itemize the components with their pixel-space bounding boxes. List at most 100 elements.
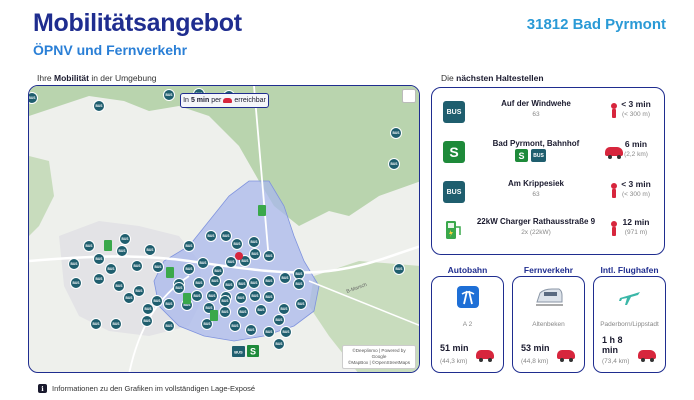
bus-stop-marker[interactable]: BUS bbox=[231, 238, 243, 250]
bus-stop-marker[interactable]: BUS bbox=[263, 326, 275, 338]
station-s-bahn-marker[interactable]: S bbox=[247, 345, 259, 357]
walking-icon bbox=[604, 221, 624, 237]
bus-stop-marker[interactable]: BUS bbox=[223, 279, 235, 291]
stop-item[interactable]: BUS Auf der Windwehe 63 < 3 min (< 300 m… bbox=[432, 96, 664, 130]
svg-text:BUS: BUS bbox=[119, 249, 127, 253]
charger-marker-icon[interactable] bbox=[183, 293, 191, 304]
svg-text:BUS: BUS bbox=[186, 244, 194, 248]
charger-marker-icon[interactable] bbox=[210, 310, 218, 321]
bus-stop-marker[interactable]: BUS bbox=[163, 89, 175, 101]
bus-stop-marker[interactable]: BUS bbox=[142, 303, 154, 315]
bus-stop-marker[interactable]: BUS bbox=[131, 260, 143, 272]
bus-stop-marker[interactable]: BUS bbox=[249, 248, 261, 260]
svg-text:BUS: BUS bbox=[108, 267, 116, 271]
bus-stop-marker[interactable]: BUS bbox=[278, 303, 290, 315]
bus-stop-marker[interactable]: BUS bbox=[279, 272, 291, 284]
bus-stop-marker[interactable]: BUS bbox=[255, 304, 267, 316]
bus-stop-marker[interactable]: BUS bbox=[237, 306, 249, 318]
station-bus-marker[interactable]: BUS bbox=[232, 346, 245, 357]
bus-stop-marker[interactable]: BUS bbox=[83, 240, 95, 252]
bus-stop-marker[interactable]: BUS bbox=[245, 324, 257, 336]
bus-stop-marker[interactable]: BUS bbox=[212, 265, 224, 277]
bus-stop-marker[interactable]: BUS bbox=[29, 92, 38, 104]
bus-stop-marker[interactable]: BUS bbox=[220, 230, 232, 242]
bus-stop-marker[interactable]: BUS bbox=[144, 244, 156, 256]
bus-stop-marker[interactable]: BUS bbox=[116, 245, 128, 257]
charger-marker-icon[interactable] bbox=[104, 240, 112, 251]
bus-stop-marker[interactable]: BUS bbox=[152, 261, 164, 273]
stop-distance: (2,2 km) bbox=[624, 151, 648, 158]
bus-stop-marker[interactable]: BUS bbox=[90, 318, 102, 330]
map-corner-control[interactable] bbox=[402, 89, 416, 103]
bus-stop-marker[interactable]: BUS bbox=[183, 263, 195, 275]
bus-stop-marker[interactable]: BUS bbox=[263, 275, 275, 287]
bus-stop-marker[interactable]: BUS bbox=[225, 256, 237, 268]
location-label: 31812 Bad Pyrmont bbox=[526, 16, 666, 33]
bus-stop-marker[interactable]: BUS bbox=[183, 240, 195, 252]
bus-stop-marker[interactable]: BUS bbox=[273, 314, 285, 326]
card-fernverkehr[interactable]: Altenbeken 53 min (44,8 km) bbox=[512, 276, 585, 373]
bus-stop-marker[interactable]: BUS bbox=[105, 263, 117, 275]
bus-stop-marker[interactable]: BUS bbox=[173, 282, 185, 294]
svg-text:BUS: BUS bbox=[240, 310, 248, 314]
bus-stop-marker[interactable]: BUS bbox=[280, 326, 292, 338]
bus-stop-marker[interactable]: BUS bbox=[263, 291, 275, 303]
bus-stop-marker[interactable]: BUS bbox=[219, 295, 231, 307]
card-distance: (73,4 km) bbox=[602, 358, 630, 365]
bus-stop-marker[interactable]: BUS bbox=[191, 290, 203, 302]
bus-stop-marker[interactable]: BUS bbox=[219, 306, 231, 318]
bus-stop-marker[interactable]: BUS bbox=[93, 253, 105, 265]
bus-stop-marker[interactable]: BUS bbox=[110, 318, 122, 330]
bus-stop-marker[interactable]: BUS bbox=[393, 263, 405, 275]
bus-stop-marker[interactable]: BUS bbox=[263, 250, 275, 262]
charger-marker-icon[interactable] bbox=[166, 267, 174, 278]
bus-stop-marker[interactable]: BUS bbox=[133, 285, 145, 297]
stop-time: 12 min bbox=[622, 217, 650, 227]
bus-stop-marker[interactable]: BUS bbox=[273, 338, 285, 350]
bus-stop-marker[interactable]: BUS bbox=[201, 318, 213, 330]
svg-text:BUS: BUS bbox=[208, 234, 216, 238]
bus-stop-marker[interactable]: BUS bbox=[141, 315, 153, 327]
property-location-marker[interactable] bbox=[235, 252, 243, 260]
bus-stop-marker[interactable]: BUS bbox=[113, 280, 125, 292]
bus-stop-marker[interactable]: BUS bbox=[163, 320, 175, 332]
svg-text:BUS: BUS bbox=[113, 322, 121, 326]
bus-stop-marker[interactable]: BUS bbox=[248, 236, 260, 248]
bus-stop-marker[interactable]: BUS bbox=[68, 258, 80, 270]
bus-stop-marker[interactable]: BUS bbox=[163, 298, 175, 310]
bus-stop-marker[interactable]: BUS bbox=[193, 277, 205, 289]
charger-marker-icon[interactable] bbox=[258, 205, 266, 216]
bus-stop-marker[interactable]: BUS bbox=[93, 273, 105, 285]
svg-text:BUS: BUS bbox=[276, 318, 284, 322]
bus-stop-marker[interactable]: BUS bbox=[151, 295, 163, 307]
stop-item[interactable]: S Bad Pyrmont, Bahnhof S BUS 6 min (2,2 … bbox=[432, 136, 664, 170]
bus-stop-marker[interactable]: BUS bbox=[70, 277, 82, 289]
card-flughafen[interactable]: Paderborn/Lippstadt 1 h 8 min (73,4 km) bbox=[593, 276, 666, 373]
bus-stop-marker[interactable]: BUS bbox=[293, 268, 305, 280]
bus-stop-marker[interactable]: BUS bbox=[197, 257, 209, 269]
bus-stop-marker[interactable]: BUS bbox=[206, 290, 218, 302]
bus-stop-marker[interactable]: BUS bbox=[205, 230, 217, 242]
bus-stop-marker[interactable]: BUS bbox=[119, 233, 131, 245]
stop-item[interactable]: 22kW Charger Rathausstraße 9 2x (22kW) 1… bbox=[432, 214, 664, 248]
bus-stop-marker[interactable]: BUS bbox=[236, 278, 248, 290]
bus-stop-marker[interactable]: BUS bbox=[388, 158, 400, 170]
bus-stop-marker[interactable]: BUS bbox=[248, 277, 260, 289]
bus-stop-marker[interactable]: BUS bbox=[93, 100, 105, 112]
bus-stop-marker[interactable]: BUS bbox=[249, 290, 261, 302]
bus-stop-marker[interactable]: BUS bbox=[209, 275, 221, 287]
forest-area-southeast bbox=[309, 261, 419, 372]
bus-stop-marker[interactable]: BUS bbox=[123, 292, 135, 304]
stop-item[interactable]: BUS Am Krippesiek 63 < 3 min (< 300 m) bbox=[432, 176, 664, 210]
bus-stop-marker[interactable]: BUS bbox=[295, 298, 307, 310]
svg-text:BUS: BUS bbox=[154, 299, 162, 303]
reach-pill: In 5 min per erreichbar bbox=[180, 93, 269, 108]
card-autobahn[interactable]: A 2 51 min (44,3 km) bbox=[431, 276, 504, 373]
bus-stop-marker[interactable]: BUS bbox=[293, 278, 305, 290]
bus-stop-marker[interactable]: BUS bbox=[229, 320, 241, 332]
bus-stop-marker[interactable]: BUS bbox=[390, 127, 402, 139]
walking-icon bbox=[604, 103, 624, 119]
bus-stop-marker[interactable]: BUS bbox=[235, 292, 247, 304]
